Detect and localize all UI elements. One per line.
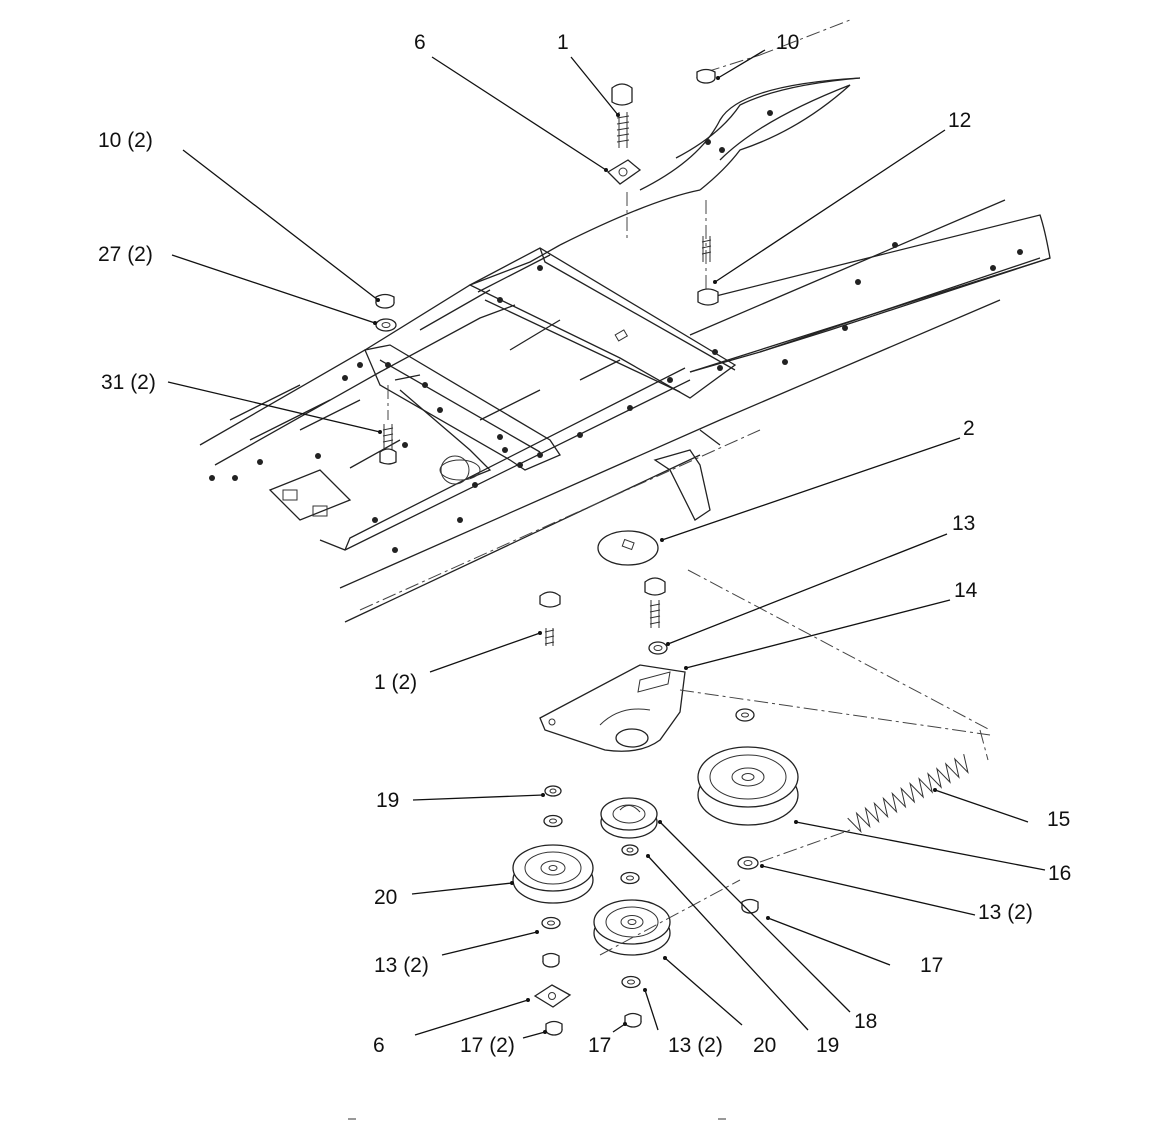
callout-13-2-left: 13 (2) bbox=[374, 954, 429, 977]
nut-10-top bbox=[696, 68, 716, 84]
callout-1-top: 1 bbox=[557, 31, 569, 54]
leader-dots bbox=[373, 76, 937, 1034]
callout-14: 14 bbox=[954, 579, 978, 602]
leader-lines bbox=[167, 49, 1046, 1039]
bolt-1-right bbox=[644, 577, 666, 628]
callout-13: 13 bbox=[952, 512, 976, 535]
spring-15 bbox=[847, 753, 969, 834]
callout-10-top: 10 bbox=[776, 31, 800, 54]
washer-13-middle bbox=[621, 975, 641, 989]
nut-plate-6-top bbox=[606, 159, 642, 185]
nut-17-2 bbox=[545, 1020, 563, 1036]
washer-13-top bbox=[648, 641, 668, 655]
callout-20-bottom: 20 bbox=[753, 1034, 777, 1057]
spacer-left-lower bbox=[542, 952, 560, 968]
bolt-1-top bbox=[611, 83, 633, 148]
washer-loose bbox=[735, 708, 755, 722]
callout-6-top: 6 bbox=[414, 31, 426, 54]
nut-plate-6-bottom bbox=[533, 984, 572, 1008]
callout-17-bottom: 17 bbox=[588, 1034, 612, 1057]
pulley-20-left bbox=[512, 844, 594, 904]
callout-20-left: 20 bbox=[374, 886, 398, 909]
callout-18: 18 bbox=[854, 1010, 878, 1033]
plate-2 bbox=[597, 530, 659, 566]
callout-17-2: 17 (2) bbox=[460, 1034, 515, 1057]
callout-2: 2 bbox=[963, 417, 975, 440]
idler-arm-14 bbox=[539, 664, 686, 752]
washer-27-2 bbox=[375, 318, 397, 332]
washer-13-left bbox=[541, 916, 561, 930]
callout-27-2: 27 (2) bbox=[98, 243, 153, 266]
callout-12: 12 bbox=[948, 109, 972, 132]
spacer-left bbox=[543, 814, 563, 828]
pulley-18 bbox=[600, 797, 658, 839]
bolt-12 bbox=[697, 200, 719, 306]
callout-13-2-right: 13 (2) bbox=[978, 901, 1033, 924]
callout-13-2-bottom: 13 (2) bbox=[668, 1034, 723, 1057]
callout-17-right: 17 bbox=[920, 954, 944, 977]
pulley-20-middle bbox=[593, 899, 671, 956]
nut-17-right bbox=[741, 898, 759, 914]
frame-assembly bbox=[199, 19, 1051, 623]
bolt-31-2 bbox=[379, 385, 397, 465]
nut-17-bottom bbox=[624, 1012, 642, 1028]
callout-31-2: 31 (2) bbox=[101, 371, 156, 394]
callout-1-2: 1 (2) bbox=[374, 671, 418, 694]
callout-19-left: 19 bbox=[376, 789, 400, 812]
callout-10-2: 10 (2) bbox=[98, 129, 153, 152]
washer-19-middle bbox=[621, 844, 639, 856]
callout-15: 15 bbox=[1047, 808, 1071, 831]
spacer-middle bbox=[620, 871, 640, 885]
callout-16: 16 bbox=[1048, 862, 1072, 885]
callout-19-bottom: 19 bbox=[816, 1034, 840, 1057]
washer-19-left bbox=[544, 785, 562, 797]
washer-13-right bbox=[737, 856, 759, 870]
nut-10-2 bbox=[375, 293, 395, 309]
bolt-1-left bbox=[539, 591, 561, 646]
callout-6-bottom: 6 bbox=[373, 1034, 385, 1057]
pulley-16 bbox=[697, 746, 799, 826]
